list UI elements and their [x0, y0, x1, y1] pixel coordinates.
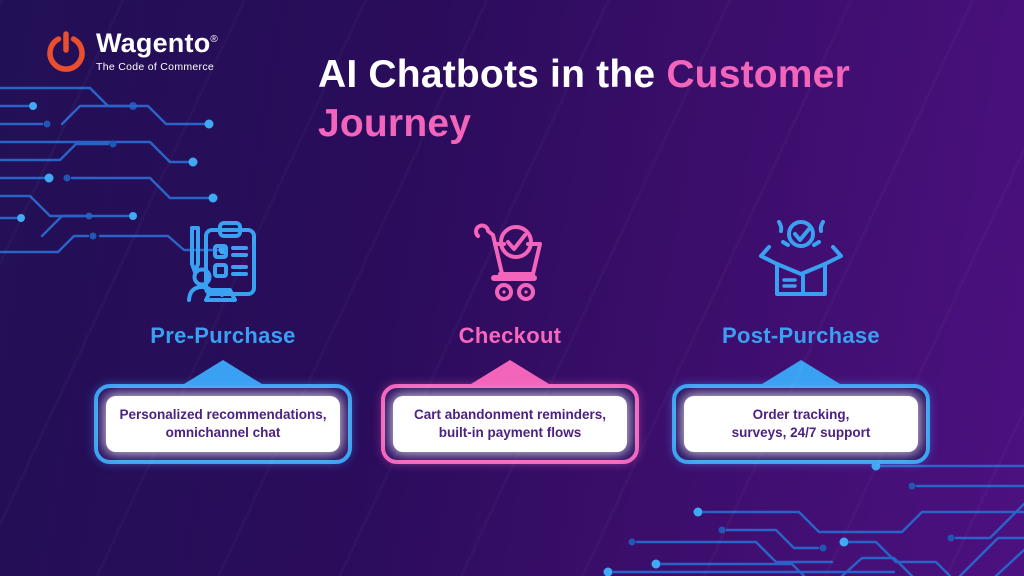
- stage-pre-purchase: Pre-Purchase Personalized recommendation…: [94, 216, 352, 464]
- clipboard-checklist-person-icon: [94, 216, 352, 308]
- title-white-part: AI Chatbots in the: [318, 53, 656, 96]
- circuit-pattern-top-left: [0, 86, 228, 255]
- stage-label-post-purchase: Post-Purchase: [722, 323, 880, 348]
- brand-tagline: The Code of Commerce: [96, 61, 215, 73]
- stage-label-pre-purchase: Pre-Purchase: [150, 323, 296, 348]
- stage-post-purchase: Post-Purchase Order tracking, surveys, 2…: [672, 216, 930, 464]
- stage-checkout: Checkout Cart abandonment reminders, bui…: [381, 216, 639, 464]
- circuit-pattern-bottom-right: [603, 461, 1024, 576]
- callout-post-purchase: Order tracking, surveys, 24/7 support: [672, 360, 930, 464]
- wagento-logo: Wagento® The Code of Commerce: [44, 30, 218, 78]
- callout-text: Order tracking, surveys, 24/7 support: [684, 396, 918, 452]
- callout-box: Personalized recommendations, omnichanne…: [94, 384, 352, 464]
- callout-text: Personalized recommendations, omnichanne…: [106, 396, 340, 452]
- callout-pointer: [762, 360, 840, 384]
- callout-checkout: Cart abandonment reminders, built-in pay…: [381, 360, 639, 464]
- stage-label-checkout: Checkout: [458, 323, 562, 348]
- page-title: AI Chatbots in the Customer Journey: [318, 50, 978, 148]
- title-pink-word: Customer: [666, 53, 850, 96]
- callout-box: Cart abandonment reminders, built-in pay…: [381, 384, 639, 464]
- cart-check-icon: [381, 216, 639, 308]
- title-pink-line2: Journey: [318, 102, 472, 146]
- callout-pre-purchase: Personalized recommendations, omnichanne…: [94, 360, 352, 464]
- brand-name: Wagento®: [96, 28, 218, 58]
- callout-box: Order tracking, surveys, 24/7 support: [672, 384, 930, 464]
- callout-pointer: [184, 360, 262, 384]
- open-box-check-icon: [672, 216, 930, 308]
- callout-pointer: [471, 360, 549, 384]
- power-button-icon: [47, 31, 85, 72]
- callout-text: Cart abandonment reminders, built-in pay…: [393, 396, 627, 452]
- registered-mark: ®: [210, 34, 218, 45]
